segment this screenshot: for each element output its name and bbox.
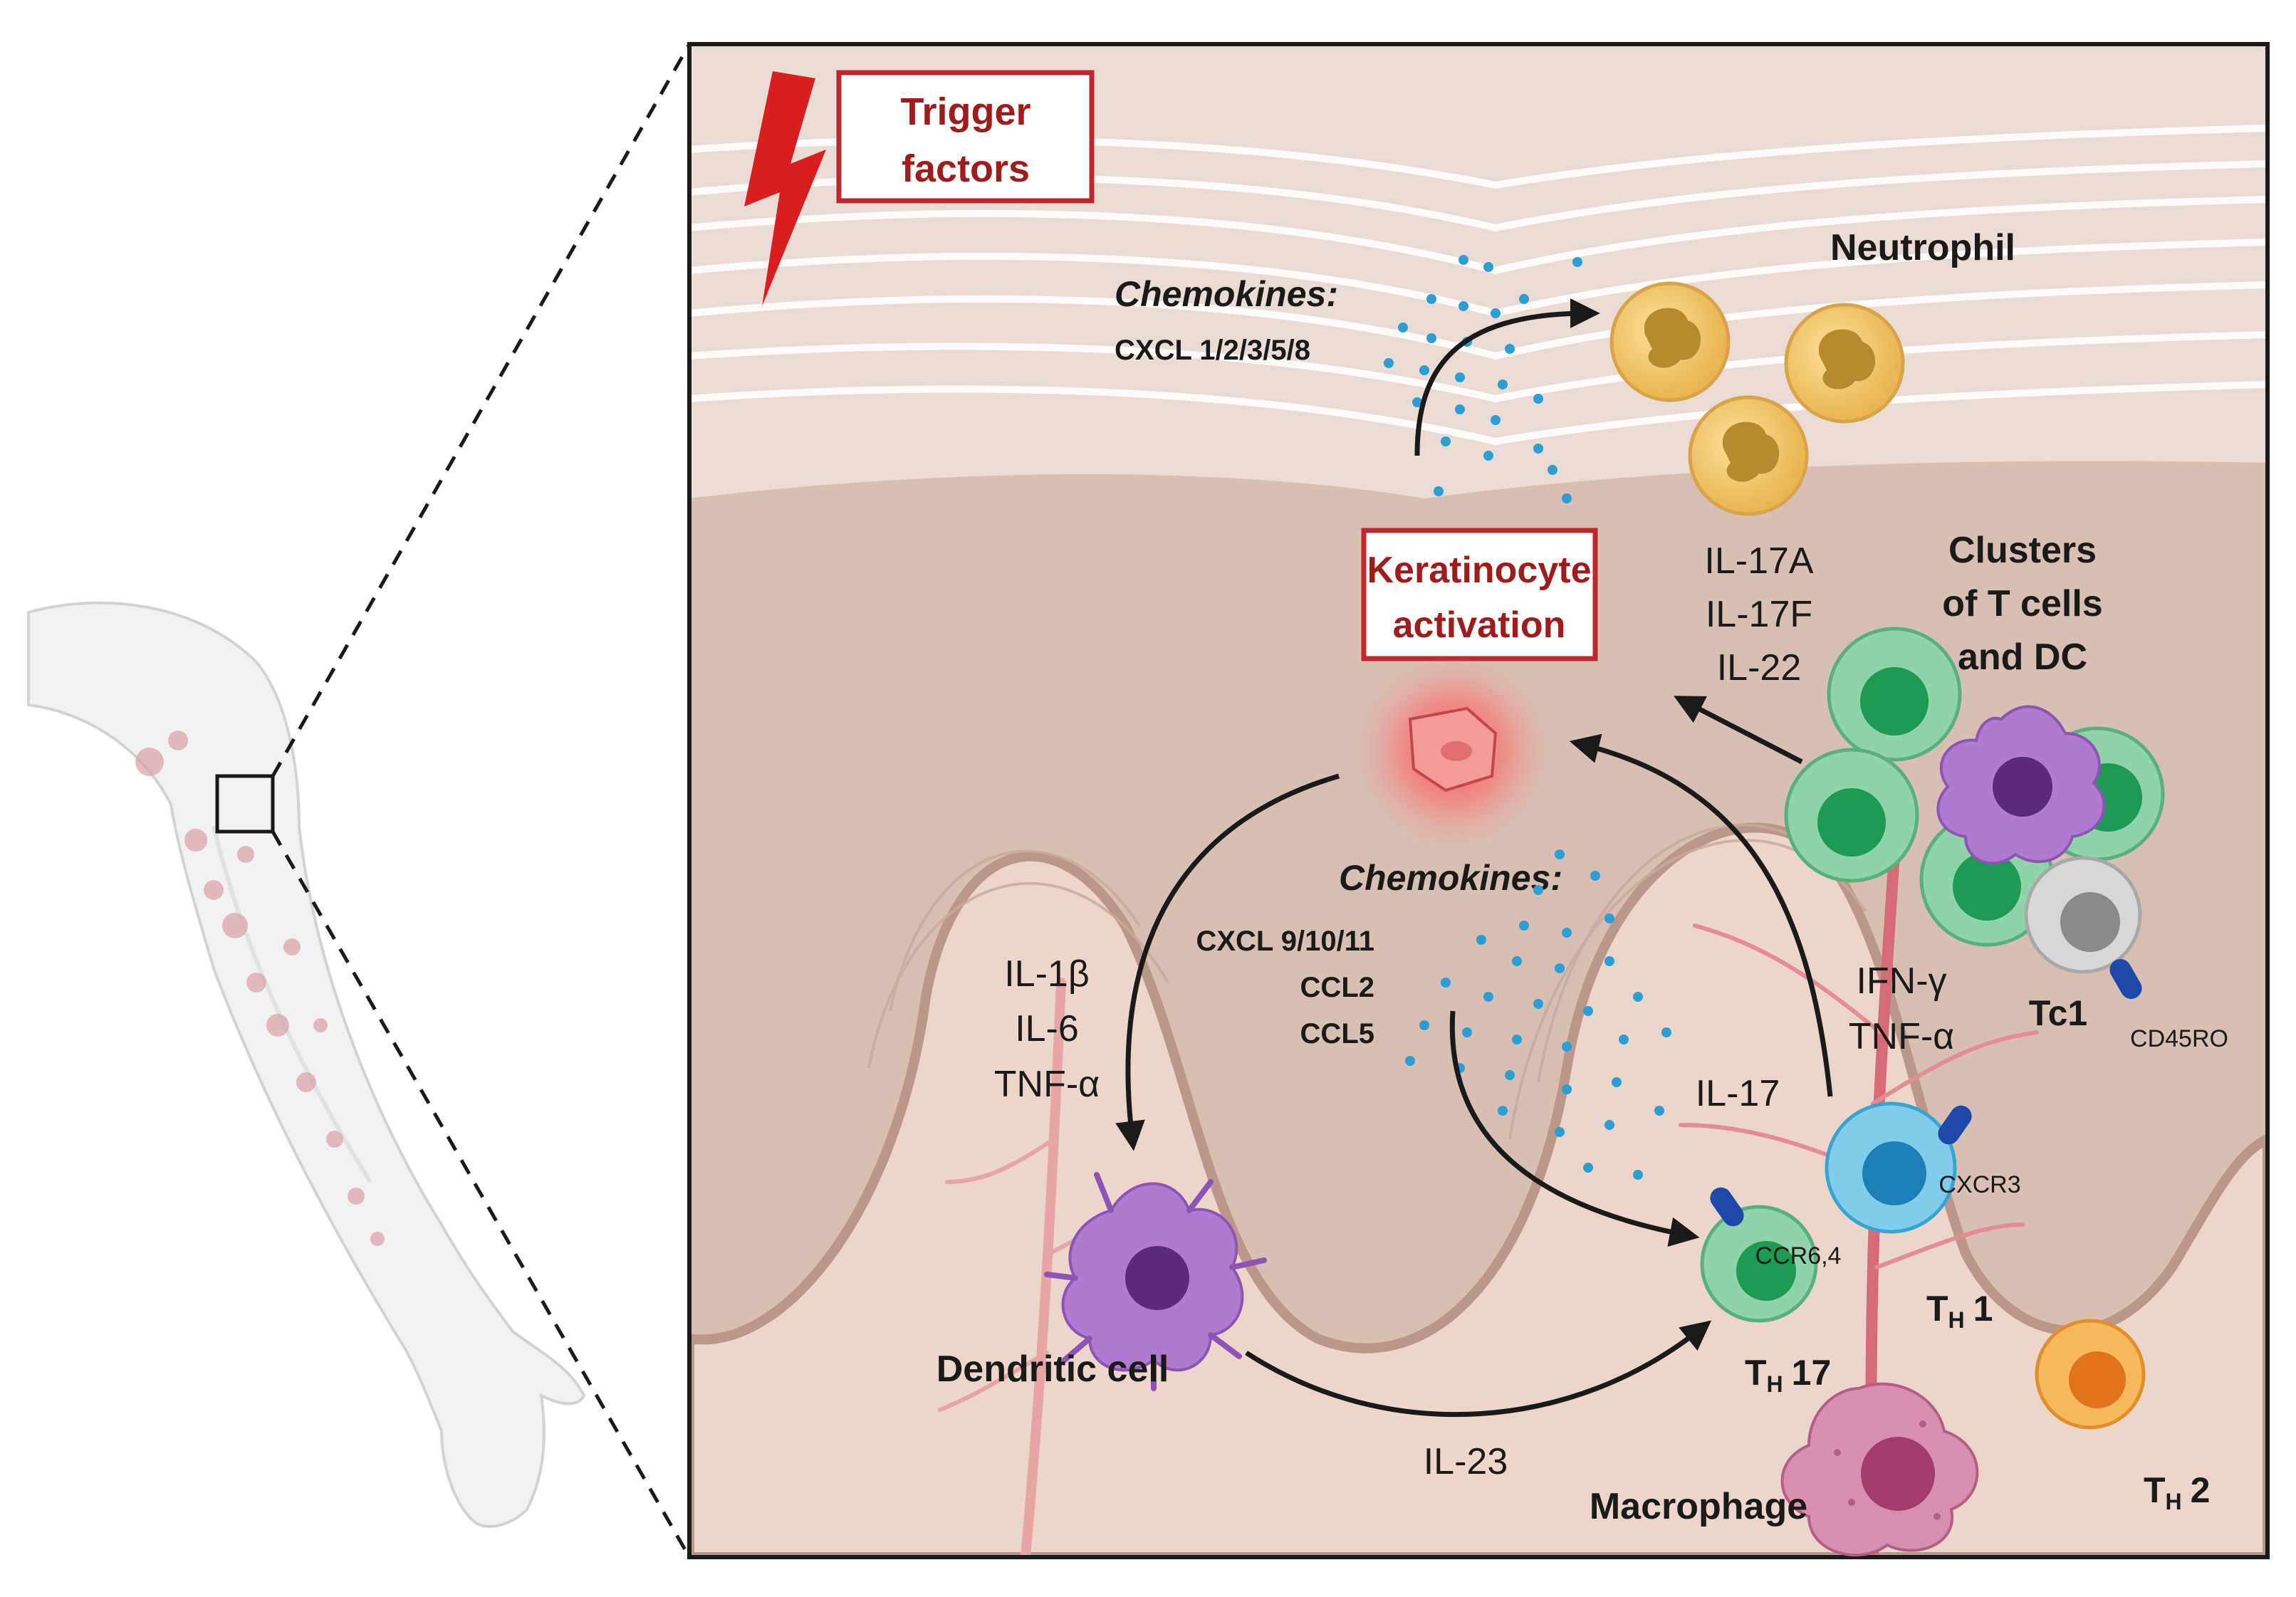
il-1b-label: IL-1β [1004, 953, 1090, 995]
arrow-dc-to-th17-il23 [1245, 1320, 1712, 1418]
il-17-label: IL-17 [1696, 1073, 1780, 1114]
cluster-t-cell [1827, 627, 1962, 762]
chemokines-middle: Chemokines: CXCL 9/10/11 CCL2 CCL5 [1196, 849, 1671, 1180]
trigger-factors-line2: factors [902, 147, 1030, 190]
il-17f-label: IL-17F [1706, 594, 1812, 635]
chemokines-mid-cxcl: CXCL 9/10/11 [1196, 926, 1374, 957]
chemokines-mid-ccl5: CCL5 [1300, 1018, 1374, 1049]
arrow-chemokines-to-neutrophil [1414, 298, 1600, 456]
th17-label-num: 17 [1792, 1353, 1832, 1393]
dendritic-cell-label: Dendritic cell [936, 1349, 1169, 1390]
keratinocyte-activation-line1: Keratinocyte [1367, 550, 1592, 591]
il-22-label: IL-22 [1717, 647, 1802, 688]
th17-label-t: T [1745, 1353, 1767, 1393]
neutrophil-label: Neutrophil [1830, 227, 2015, 268]
clusters-line3: and DC [1958, 637, 2087, 678]
ccr6-4-label: CCR6,4 [1755, 1242, 1842, 1269]
clusters-line2: of T cells [1942, 583, 2102, 624]
cxcr3-label: CXCR3 [1938, 1171, 2020, 1198]
t-cell-dc-cluster: Clusters of T cells and DC Tc1 CD45RO [1784, 530, 2228, 1052]
keratinocyte-activation: Keratinocyte activation [1357, 528, 1598, 847]
neutrophil-cell [1784, 303, 1905, 424]
arrow-chemokines-to-th17 [1449, 1010, 1700, 1247]
tc1-label: Tc1 [2029, 993, 2087, 1033]
th2-label-t: T [2144, 1470, 2166, 1510]
arrow-keratinocyte-to-dc [1115, 773, 1340, 1151]
panel-border [687, 42, 2270, 1559]
cluster-dendritic-cell [1936, 705, 2106, 865]
neutrophil-cell [1688, 395, 1809, 516]
th2-label-num: 2 [2191, 1470, 2211, 1510]
dendritic-cell [1044, 1172, 1267, 1391]
tc1-cell [2024, 856, 2142, 999]
macrophage-label: Macrophage [1590, 1486, 1807, 1527]
arm-illustration [27, 43, 692, 1559]
psoriasis-plaques [135, 731, 385, 1246]
chemokines-top-list: CXCL 1/2/3/5/8 [1115, 335, 1310, 366]
th1-label-sub: H [1948, 1307, 1965, 1333]
clusters-line1: Clusters [1948, 530, 2097, 571]
neutrophil-cell [1609, 281, 1731, 402]
chemokine-dots-middle [1405, 849, 1671, 1180]
ifn-g-label: IFN-γ [1856, 960, 1946, 1002]
il17-il22-cytokines: IL-17A IL-17F IL-22 [1674, 540, 1814, 765]
il-6-label: IL-6 [1015, 1008, 1079, 1049]
arrow-th1-to-keratinocyte [1569, 733, 1833, 1097]
th17-cell: CCR6,4 [1700, 1187, 1842, 1323]
zoom-region-box [215, 774, 275, 834]
th1-cell: CXCR3 [1825, 1101, 2021, 1234]
zoom-line-bottom [271, 830, 692, 1559]
il-23-label: IL-23 [1424, 1441, 1508, 1482]
trigger-factors-box [836, 70, 1095, 204]
trigger-factors-line1: Trigger [900, 90, 1030, 133]
ccr6-4-receptor-icon [1710, 1187, 1744, 1227]
zoom-line-top [271, 43, 692, 777]
lightning-bolt-icon [744, 71, 826, 306]
chemokines-mid-ccl2: CCL2 [1300, 972, 1374, 1003]
cxcr3-receptor-icon [1938, 1105, 1972, 1145]
neutrophils: Neutrophil [1609, 227, 2015, 516]
trigger-factors: Trigger factors [744, 70, 1095, 306]
keratinocyte-activation-line2: activation [1393, 604, 1566, 646]
th17-label: TH 17 [1745, 1353, 1831, 1397]
keratinocyte-activation-box [1361, 528, 1598, 661]
dc-tnf-a-label: TNF-α [994, 1064, 1100, 1105]
arrow-il17-to-keratinocyte [1674, 696, 1803, 765]
chemokines-top-title: Chemokines: [1115, 274, 1338, 314]
macrophage-cell [1780, 1382, 1979, 1556]
chemokines-top: Chemokines: CXCL 1/2/3/5/8 [1115, 255, 1600, 503]
th2-cell [2035, 1319, 2146, 1430]
chemokine-dots-top [1384, 255, 1582, 503]
il-17a-label: IL-17A [1704, 540, 1814, 582]
chemokines-mid-title: Chemokines: [1339, 858, 1562, 898]
th2-label-sub: H [2166, 1489, 2182, 1514]
pathway-arrows [1115, 733, 1833, 1418]
cluster-t-cell [1784, 748, 1919, 883]
th1-label-num: 1 [1973, 1289, 1993, 1329]
cd45ro-label: CD45RO [2130, 1025, 2228, 1052]
cd45ro-receptor-icon [2109, 959, 2142, 999]
th1-tnf-a-label: TNF-α [1849, 1016, 1954, 1057]
th17-label-sub: H [1767, 1371, 1783, 1397]
th1-label-t: T [1926, 1289, 1948, 1329]
